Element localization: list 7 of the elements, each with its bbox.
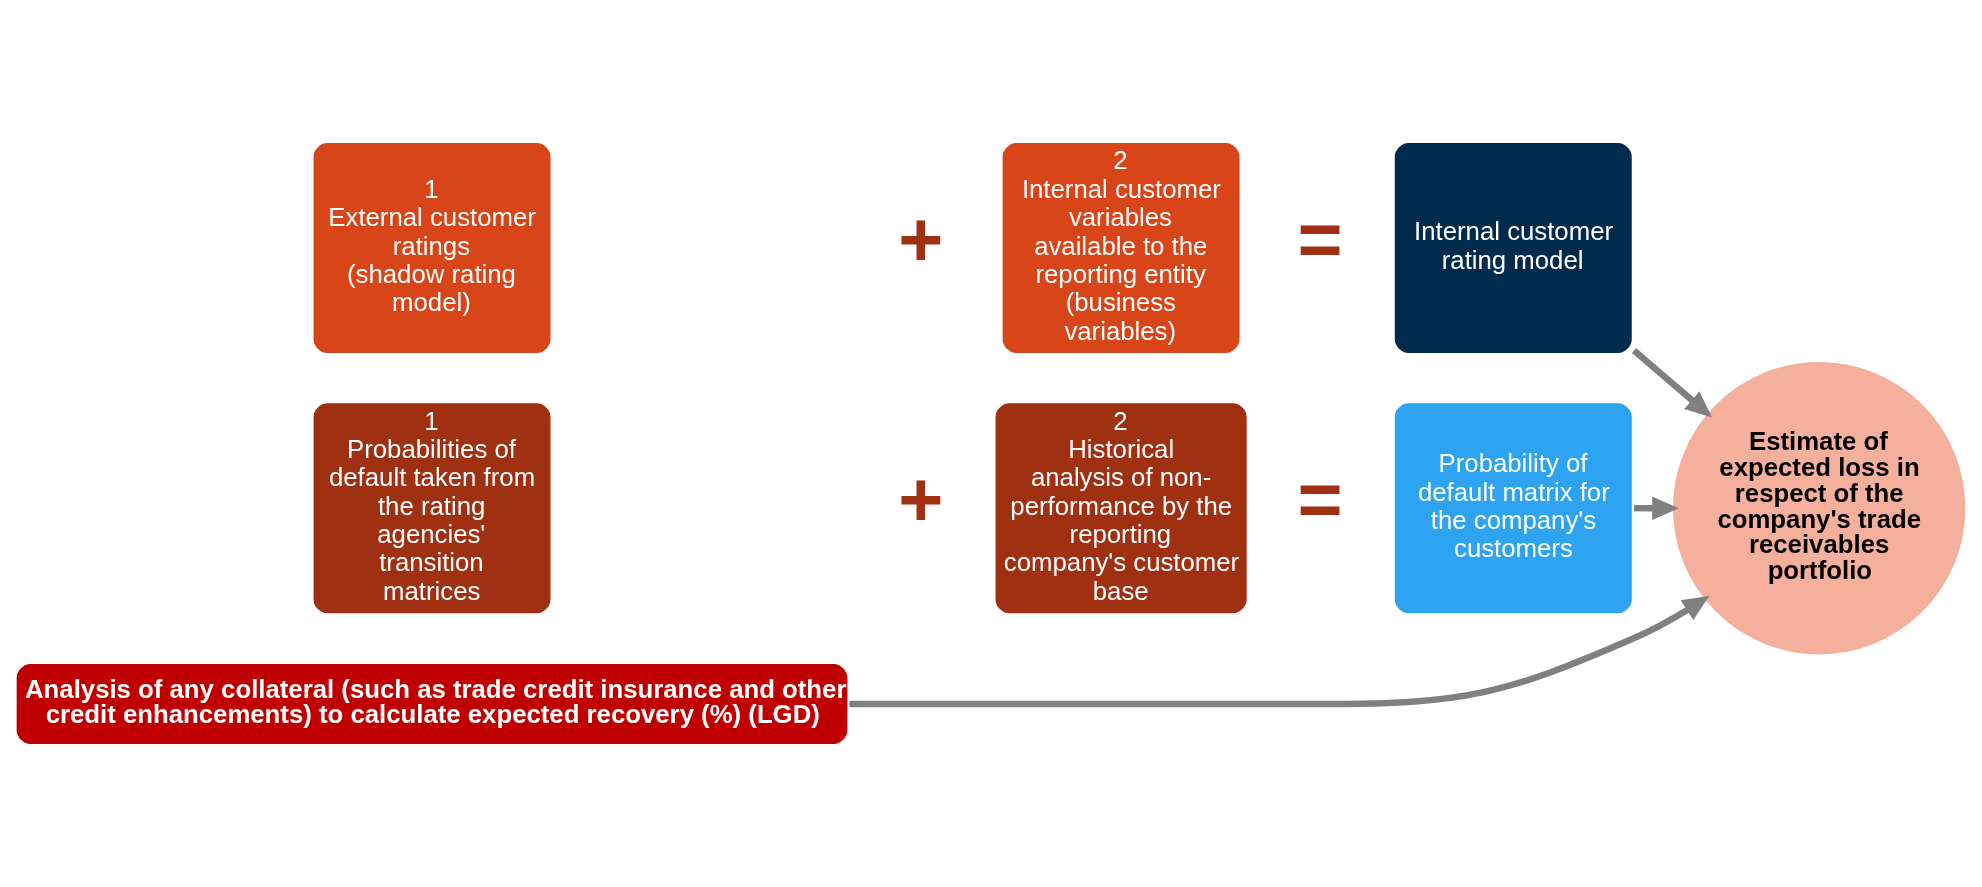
arrow — [1631, 348, 1713, 418]
arrow — [1634, 496, 1679, 520]
arrow — [849, 595, 1710, 708]
label: = — [1297, 196, 1343, 283]
label: + — [898, 196, 944, 283]
label: + — [898, 456, 944, 543]
label: = — [1297, 456, 1343, 543]
